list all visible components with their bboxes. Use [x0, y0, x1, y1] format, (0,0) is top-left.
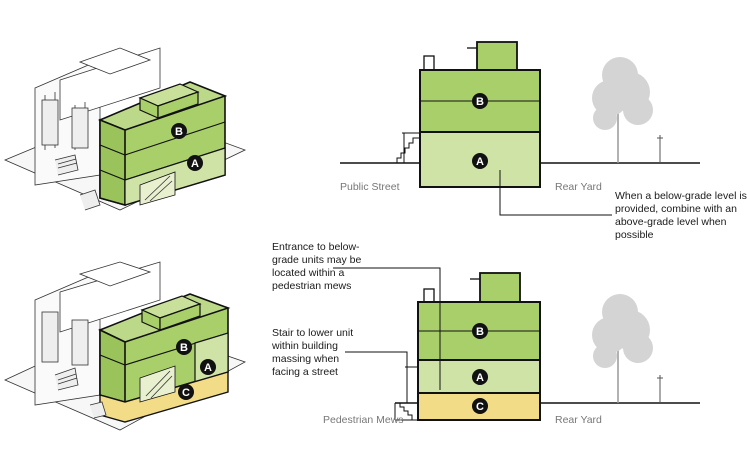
rear-yard-label-bottom: Rear Yard — [555, 414, 602, 426]
marker-b: B — [176, 339, 192, 355]
marker-c: C — [178, 384, 194, 400]
svg-text:B: B — [180, 342, 188, 354]
svg-text:A: A — [204, 362, 212, 374]
stair-icon — [396, 132, 420, 163]
tree-icon — [592, 294, 653, 403]
marker-a: A — [472, 153, 488, 169]
marker-a: A — [187, 155, 203, 171]
tree-icon — [592, 57, 653, 163]
marker-a: A — [472, 369, 488, 385]
svg-text:A: A — [476, 156, 484, 168]
svg-text:B: B — [476, 326, 484, 338]
rear-yard-label-top: Rear Yard — [555, 181, 602, 193]
marker-a: A — [200, 359, 216, 375]
svg-text:C: C — [476, 401, 484, 413]
svg-text:B: B — [476, 96, 484, 108]
axonometric-top — [3, 47, 247, 211]
marker-b: B — [171, 123, 187, 139]
marker-b: B — [472, 323, 488, 339]
marker-b: B — [472, 93, 488, 109]
pedestrian-mews-label: Pedestrian Mews — [323, 414, 404, 426]
unit-c-block — [417, 392, 541, 421]
public-street-label: Public Street — [340, 181, 400, 193]
stair-icon — [394, 366, 418, 421]
svg-text:A: A — [476, 372, 484, 384]
axonometric-bottom — [4, 261, 246, 431]
svg-text:A: A — [191, 158, 199, 170]
svg-text:C: C — [182, 387, 190, 399]
section-bottom — [394, 272, 700, 421]
stair-note: Stair to lower unit within building mass… — [272, 327, 354, 378]
svg-text:B: B — [175, 126, 183, 138]
below-grade-note: When a below-grade level is provided, co… — [615, 190, 747, 241]
marker-c: C — [472, 398, 488, 414]
unit-markers: B A B A C B A B A C — [171, 93, 488, 414]
leader-lines — [333, 267, 441, 390]
entrance-note: Entrance to below-grade units may be loc… — [272, 241, 362, 292]
